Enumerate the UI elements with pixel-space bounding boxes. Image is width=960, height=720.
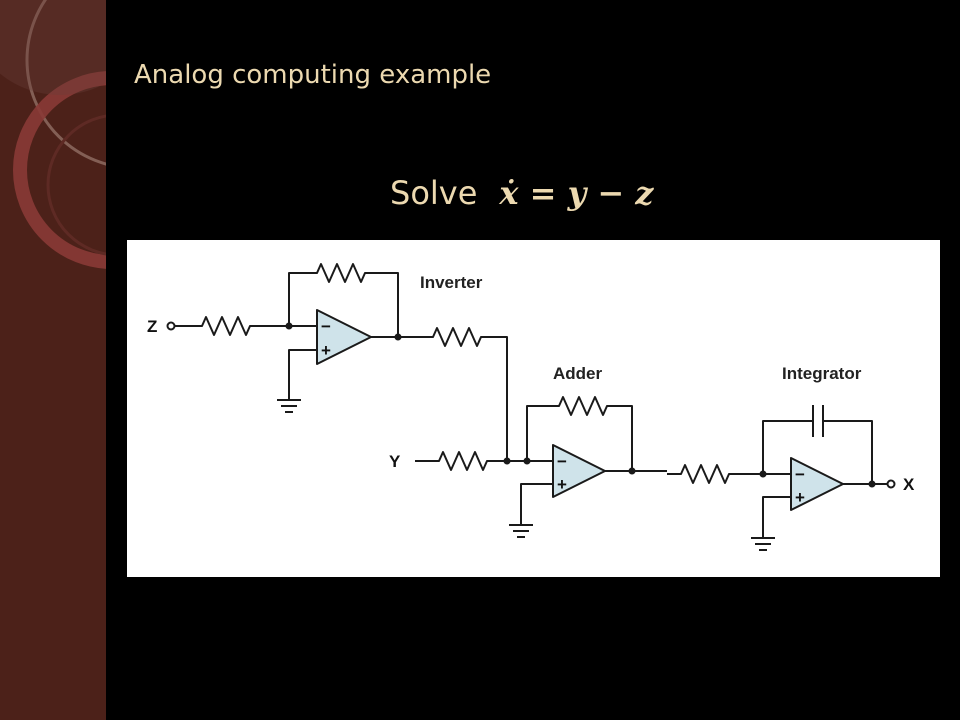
differential-equation: ẋ = y − z	[499, 174, 654, 212]
integrator-minus-symbol: −	[795, 465, 805, 484]
slide-title: Analog computing example	[134, 60, 492, 90]
input-z-label: Z	[147, 317, 157, 336]
adder-label: Adder	[553, 364, 603, 383]
inverter-label: Inverter	[420, 273, 483, 292]
circuit-diagram: − + − + − + Inverter Adder Integrator Z …	[127, 240, 940, 577]
inverter-minus-symbol: −	[321, 317, 331, 336]
integrator-label: Integrator	[782, 364, 862, 383]
adder-plus-symbol: +	[557, 475, 567, 494]
problem-statement: Solve ẋ = y − z	[390, 168, 653, 218]
adder-minus-symbol: −	[557, 452, 567, 471]
output-x-label: X	[903, 475, 915, 494]
decorative-circles-graphic	[0, 0, 106, 269]
input-y-label: Y	[389, 452, 401, 471]
inverter-plus-symbol: +	[321, 341, 331, 360]
integrator-plus-symbol: +	[795, 488, 805, 507]
decorative-sidebar	[0, 0, 106, 720]
solve-word: Solve	[390, 174, 478, 212]
